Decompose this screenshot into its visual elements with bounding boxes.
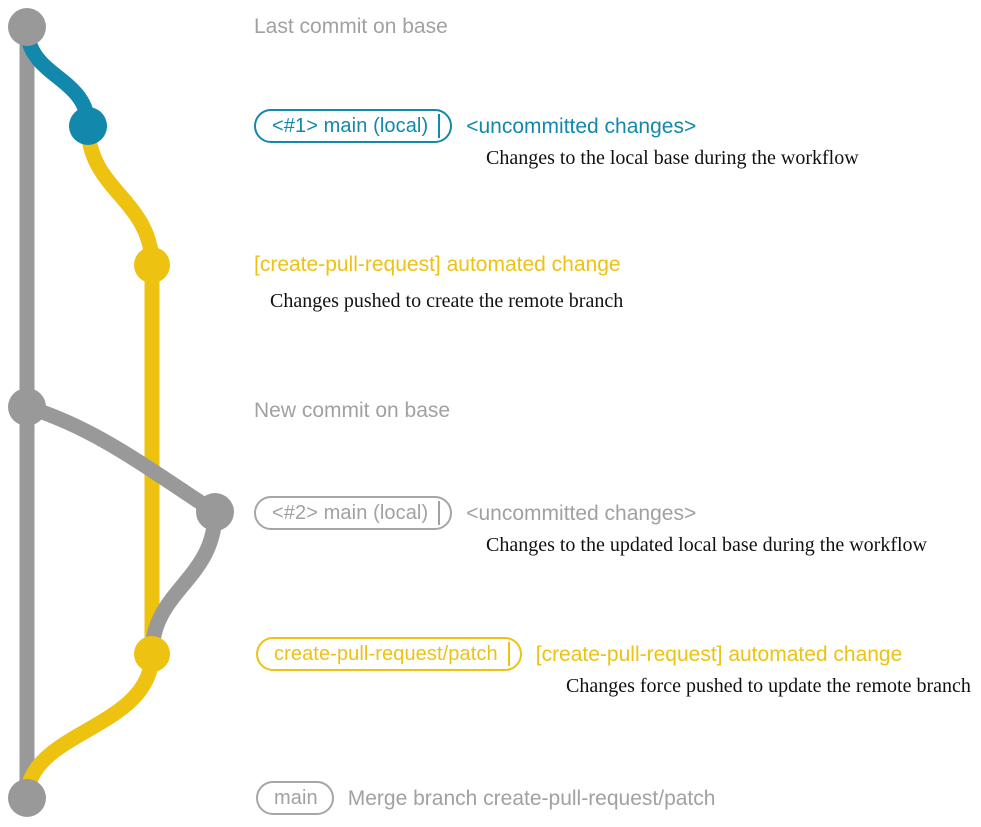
node-new-commit-on-base <box>8 388 46 426</box>
description-local-main-2: Changes to the updated local base during… <box>486 534 927 556</box>
local-to-patch-line <box>144 504 223 662</box>
local-branch-line-2 <box>19 399 223 520</box>
badge-local-main-2-label: <#2> main (local) <box>272 501 429 524</box>
local-branch-line-1 <box>19 19 96 134</box>
node-merge-commit <box>8 779 46 817</box>
node-automated-change-2 <box>134 636 170 672</box>
badge-divider-icon <box>507 642 510 666</box>
badge-create-pull-request-patch-label: create-pull-request/patch <box>274 642 498 665</box>
badge-create-pull-request-patch[interactable]: create-pull-request/patch <box>256 637 522 671</box>
row-local-main-1: <#1> main (local) <uncommitted changes> <box>254 109 696 143</box>
subject-automated-change-2: [create-pull-request] automated change <box>535 642 903 666</box>
label-last-commit-on-base: Last commit on base <box>254 15 448 38</box>
badge-divider-icon <box>438 114 441 138</box>
node-last-commit-on-base <box>8 8 46 46</box>
badge-divider-icon <box>438 501 441 525</box>
node-local-main-1 <box>69 107 107 145</box>
description-automated-change-2: Changes force pushed to update the remot… <box>566 675 971 697</box>
badge-local-main-1-label: <#1> main (local) <box>272 114 429 137</box>
badge-main-label: main <box>274 786 318 809</box>
node-automated-change-1 <box>134 247 170 283</box>
subject-automated-change-1: [create-pull-request] automated change <box>254 253 621 276</box>
description-local-main-1: Changes to the local base during the wor… <box>486 147 859 169</box>
row-local-main-2: <#2> main (local) <uncommitted changes> <box>254 496 696 530</box>
row-automated-change-2: create-pull-request/patch [create-pull-r… <box>256 637 902 671</box>
subject-local-main-1: <uncommitted changes> <box>466 114 697 138</box>
label-new-commit-on-base: New commit on base <box>254 399 451 422</box>
badge-local-main-1[interactable]: <#1> main (local) <box>254 109 453 143</box>
subject-merge-commit: Merge branch create-pull-request/patch <box>347 786 716 810</box>
badge-main[interactable]: main <box>256 781 334 815</box>
row-merge-commit: main Merge branch create-pull-request/pa… <box>256 781 715 815</box>
node-local-main-2 <box>196 493 234 531</box>
merge-line <box>19 646 160 806</box>
subject-local-main-2: <uncommitted changes> <box>466 501 697 525</box>
remote-branch-line-1 <box>80 118 160 273</box>
badge-local-main-2[interactable]: <#2> main (local) <box>254 496 453 530</box>
description-automated-change-1: Changes pushed to create the remote bran… <box>270 290 624 312</box>
row-automated-change-1: [create-pull-request] automated change <box>254 254 621 275</box>
